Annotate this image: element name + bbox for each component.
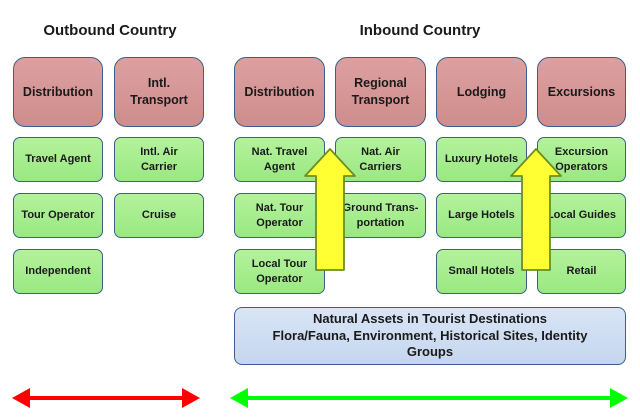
outbound-distribution-box: Distribution: [13, 57, 103, 127]
local-tour-operator-box: Local Tour Operator: [234, 249, 325, 294]
natural-assets-box: Natural Assets in Tourist Destinations F…: [234, 307, 626, 365]
regional-transport-box: Regional Transport: [335, 57, 426, 127]
large-hotels-box: Large Hotels: [436, 193, 527, 238]
nat-air-carriers-box: Nat. Air Carriers: [335, 137, 426, 182]
up-arrow-distribution: [304, 148, 356, 271]
outbound-intl-transport-box: Intl. Transport: [114, 57, 204, 127]
outbound-country-heading: Outbound Country: [43, 22, 177, 39]
inbound-distribution-box: Distribution: [234, 57, 325, 127]
lodging-box: Lodging: [436, 57, 527, 127]
local-guides-box: Local Guides: [537, 193, 626, 238]
ground-transportation-box: Ground Trans- portation: [335, 193, 426, 238]
independent-box: Independent: [13, 249, 103, 294]
inbound-country-heading: Inbound Country: [359, 22, 481, 39]
small-hotels-box: Small Hotels: [436, 249, 527, 294]
up-arrow-lodging: [510, 148, 562, 271]
travel-agent-box: Travel Agent: [13, 137, 103, 182]
intl-air-carrier-box: Intl. Air Carrier: [114, 137, 204, 182]
outbound-span-arrow: [12, 388, 200, 408]
excursions-box: Excursions: [537, 57, 626, 127]
excursion-operators-box: Excursion Operators: [537, 137, 626, 182]
retail-box: Retail: [537, 249, 626, 294]
inbound-span-arrow: [230, 388, 628, 408]
cruise-box: Cruise: [114, 193, 204, 238]
nat-tour-operator-box: Nat. Tour Operator: [234, 193, 325, 238]
tour-operator-box: Tour Operator: [13, 193, 103, 238]
